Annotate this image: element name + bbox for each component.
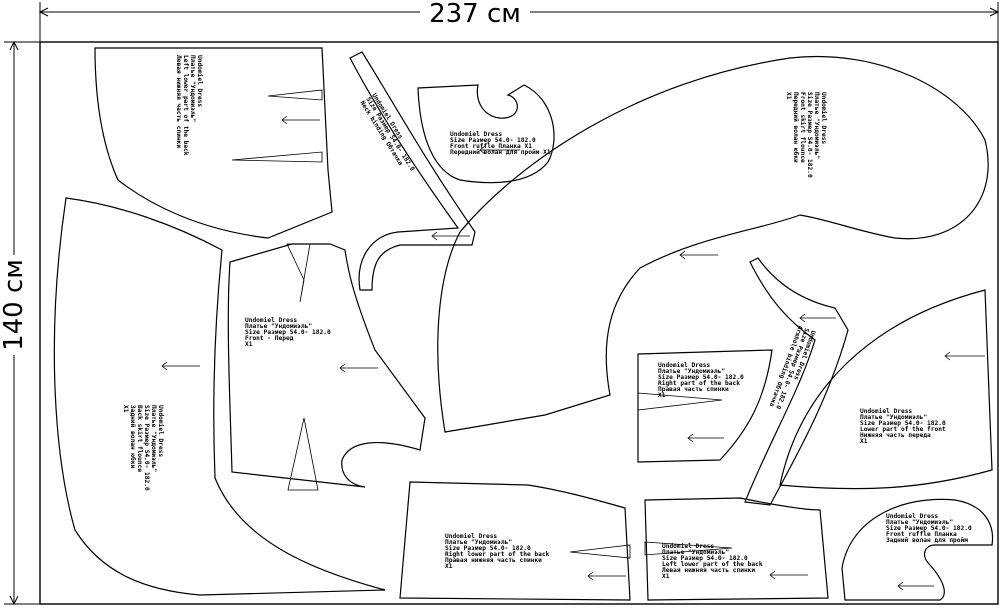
piece-left-lower-back-bottom: Undomiel Dress Платье "Ундомиэль" Size Р… xyxy=(644,497,829,601)
label-strip-mid: Undomiel Dress Size Размер 54.0- 182.0 A… xyxy=(766,325,817,417)
piece-front-skirt-flounce: Undomiel Dress Платье "Ундомиэль" Size Р… xyxy=(437,56,989,433)
label-front-skirt-flounce: Undomiel Dress Платье "Ундомиэль" Size Р… xyxy=(785,92,828,181)
height-dimension: 140 см xyxy=(0,40,40,606)
label-right-lower-back-bottom: Undomiel Dress Платье "Ундомиэль" Size Р… xyxy=(445,532,553,570)
label-right-lower-back-mid: Undomiel Dress Платье "Ундомиэль" Size Р… xyxy=(658,361,747,399)
piece-left-lower-back-top: Undomiel Dress Платье "Ундомиэль" Left l… xyxy=(94,47,333,239)
piece-front-ruffle-top: Undomiel Dress Size Размер 54.0- 182.0 F… xyxy=(417,84,555,184)
piece-skirt-flounce-left: Undomiel Dress Платье "Ундомиэль" Size Р… xyxy=(53,197,386,596)
label-front-ruffle-top: Undomiel Dress Size Размер 54.0- 182.0 F… xyxy=(450,130,551,156)
width-dimension: 237 см xyxy=(38,0,1000,42)
piece-ruffle-bottom-right: Undomiel Dress Платье "Ундомиэль" Size Р… xyxy=(841,498,994,601)
label-ruffle-bottom-right: Undomiel Dress Платье "Ундомиэль" Size Р… xyxy=(886,512,975,544)
height-dimension-label: 140 см xyxy=(0,259,29,351)
piece-right-lower-back-mid: Undomiel Dress Платье "Ундомиэль" Size Р… xyxy=(637,349,773,463)
label-left-lower-back-bottom: Undomiel Dress Платье "Ундомиэль" Size Р… xyxy=(662,542,766,580)
label-skirt-flounce-left: Undomiel Dress Платье "Ундомиэль" Size Р… xyxy=(122,405,165,494)
label-left-lower-back-top: Undomiel Dress Платье "Ундомиэль" Left l… xyxy=(175,55,204,159)
label-strip-top: Undomiel Dress Size Размер 54.0- 182.0 N… xyxy=(358,92,424,179)
piece-lower-front: Undomiel Dress Платье "Ундомиэль" Size Р… xyxy=(779,289,993,490)
label-lower-front: Undomiel Dress Платье "Ундомиэль" Size Р… xyxy=(860,407,949,445)
label-front: Undomiel Dress Платье "Ундомиэль" Size Р… xyxy=(245,316,334,348)
strip-top: Undomiel Dress Size Размер 54.0- 182.0 N… xyxy=(349,51,476,291)
strip-mid: Undomiel Dress Size Размер 54.0- 182.0 A… xyxy=(744,257,849,506)
piece-right-lower-back-bottom: Undomiel Dress Платье "Ундомиэль" Size Р… xyxy=(399,481,631,601)
sheet-border xyxy=(39,41,999,605)
width-dimension-label: 237 см xyxy=(429,0,521,29)
piece-front: Undomiel Dress Платье "Ундомиэль" Size Р… xyxy=(227,243,426,491)
